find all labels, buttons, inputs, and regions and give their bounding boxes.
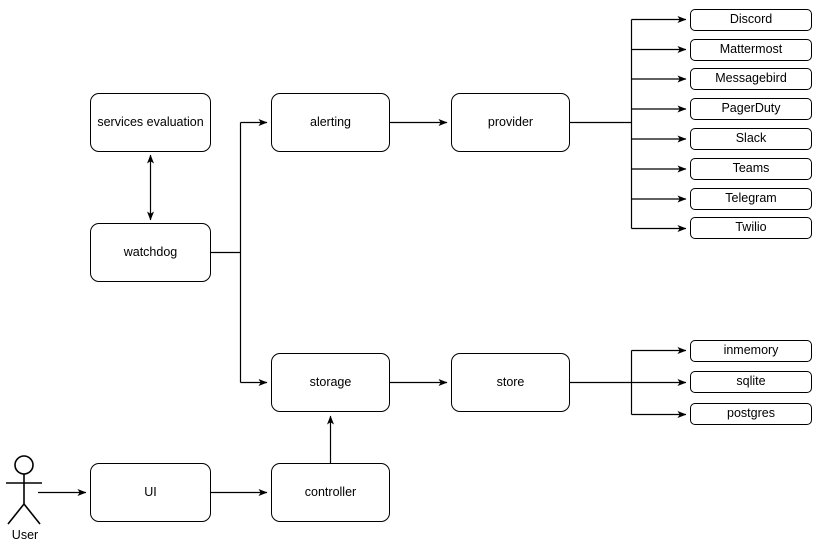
leaf-label: sqlite (736, 374, 766, 389)
actor-head-icon (14, 455, 34, 475)
node-label: alerting (310, 114, 351, 129)
leaf-provider-slack[interactable]: Slack (690, 128, 812, 150)
leaf-label: postgres (727, 406, 775, 421)
node-label: store (496, 374, 525, 389)
actor-left-leg-line (7, 503, 25, 525)
user-actor-label: User (11, 528, 39, 542)
node-store[interactable]: store (451, 353, 570, 412)
leaf-label: Slack (735, 131, 767, 146)
leaf-provider-mattermost[interactable]: Mattermost (690, 39, 812, 61)
leaf-provider-discord[interactable]: Discord (690, 9, 812, 31)
leaf-label: inmemory (723, 343, 779, 358)
node-ui[interactable]: UI (90, 463, 211, 522)
node-services-evaluation[interactable]: services evaluation (90, 93, 211, 152)
leaf-label: Discord (729, 12, 773, 27)
leaf-store-sqlite[interactable]: sqlite (690, 371, 812, 393)
node-label: provider (487, 114, 534, 129)
node-label: UI (144, 484, 157, 499)
leaf-provider-messagebird[interactable]: Messagebird (690, 68, 812, 90)
leaf-provider-pagerduty[interactable]: PagerDuty (690, 98, 812, 120)
leaf-label: Teams (732, 161, 770, 176)
leaf-label: Twilio (735, 220, 767, 235)
node-label: watchdog (123, 244, 178, 259)
leaf-store-inmemory[interactable]: inmemory (690, 340, 812, 362)
node-label: services evaluation (97, 114, 204, 129)
leaf-store-postgres[interactable]: postgres (690, 403, 812, 425)
node-provider[interactable]: provider (451, 93, 570, 152)
leaf-provider-twilio[interactable]: Twilio (690, 217, 812, 239)
node-controller[interactable]: controller (271, 463, 390, 522)
node-label: storage (309, 374, 352, 389)
user-actor-figure (6, 455, 42, 525)
node-storage[interactable]: storage (271, 353, 390, 412)
leaf-label: PagerDuty (721, 101, 781, 116)
actor-right-leg-line (23, 503, 41, 525)
node-watchdog[interactable]: watchdog (90, 223, 211, 282)
leaf-provider-telegram[interactable]: Telegram (690, 188, 812, 210)
node-label: controller (304, 484, 357, 499)
leaf-label: Telegram (725, 191, 777, 206)
node-alerting[interactable]: alerting (271, 93, 390, 152)
leaf-label: Mattermost (719, 42, 783, 57)
leaf-label: Messagebird (715, 71, 787, 86)
leaf-provider-teams[interactable]: Teams (690, 158, 812, 180)
